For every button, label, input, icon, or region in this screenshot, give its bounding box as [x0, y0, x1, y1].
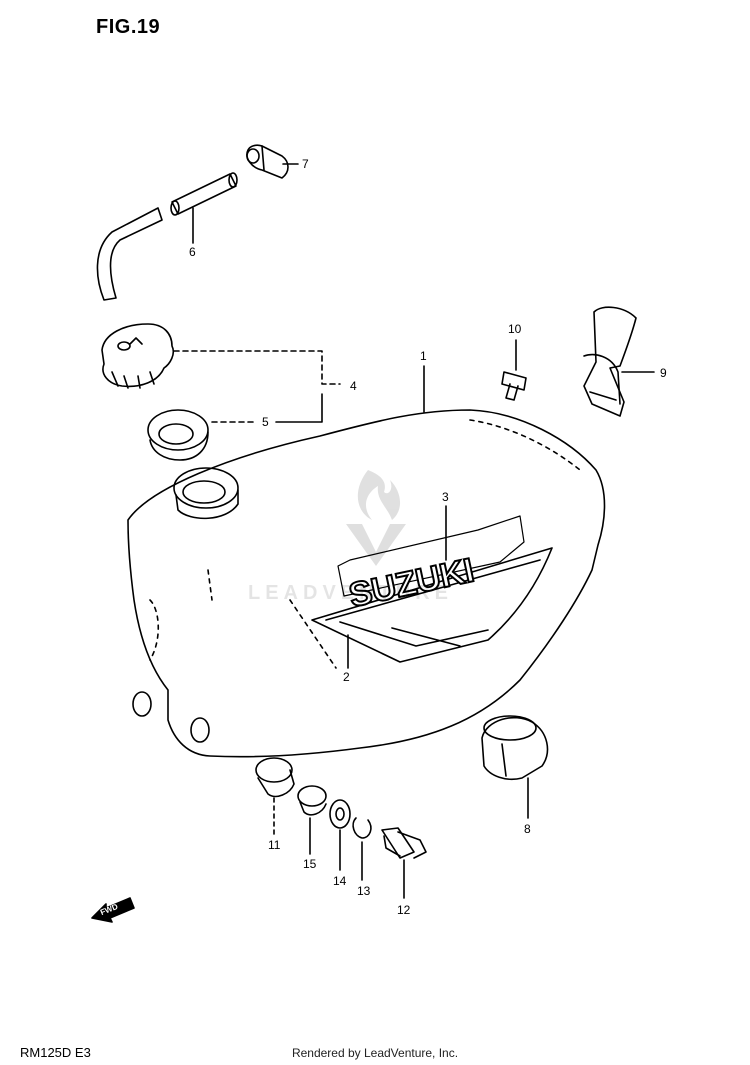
fuel-cap-part: [101, 323, 175, 389]
callout-3: 3: [442, 490, 449, 504]
callout-12: 12: [397, 903, 411, 917]
footer-credit: Rendered by LeadVenture, Inc.: [291, 1046, 459, 1060]
callout-13: 13: [357, 884, 371, 898]
watermark-text: LEADVENTURE: [248, 582, 454, 604]
fuel-tank-part: [127, 409, 606, 758]
figure-title: FIG.19: [96, 16, 161, 38]
callout-9: 9: [660, 366, 667, 380]
model-code: RM125D E3: [20, 1045, 91, 1060]
callout-10: 10: [508, 322, 522, 336]
callout-5: 5: [262, 415, 269, 429]
callout-2: 2: [343, 670, 350, 684]
callout-4: 4: [350, 379, 357, 393]
tank-emblem-part: [337, 515, 525, 597]
tank-strap-part: [583, 306, 637, 417]
callout-8: 8: [524, 822, 531, 836]
cap-gasket-part: [147, 409, 209, 461]
hose-clip-part: [246, 144, 289, 179]
washer-part: [329, 799, 351, 829]
fwd-arrow-icon: [91, 897, 135, 923]
callout-1: 1: [420, 349, 427, 363]
callout-6: 6: [189, 245, 196, 259]
screw-10-part: [501, 371, 527, 401]
lock-washer-part: [352, 817, 372, 839]
tank-stripe-decal-part: [311, 547, 553, 663]
callout-14: 14: [333, 874, 347, 888]
leader-4-5-link: [275, 393, 323, 423]
bolt-part: [381, 827, 427, 859]
breather-hose-part: [96, 172, 238, 301]
callout-11: 11: [268, 838, 281, 852]
callout-15: 15: [303, 857, 317, 871]
callout-7: 7: [302, 157, 309, 171]
spacer-collar-part: [255, 757, 295, 798]
leader-4: [173, 350, 341, 385]
bushing-part: [297, 785, 327, 816]
rubber-cushion-part: [481, 715, 549, 781]
watermark-logo: [346, 470, 406, 566]
